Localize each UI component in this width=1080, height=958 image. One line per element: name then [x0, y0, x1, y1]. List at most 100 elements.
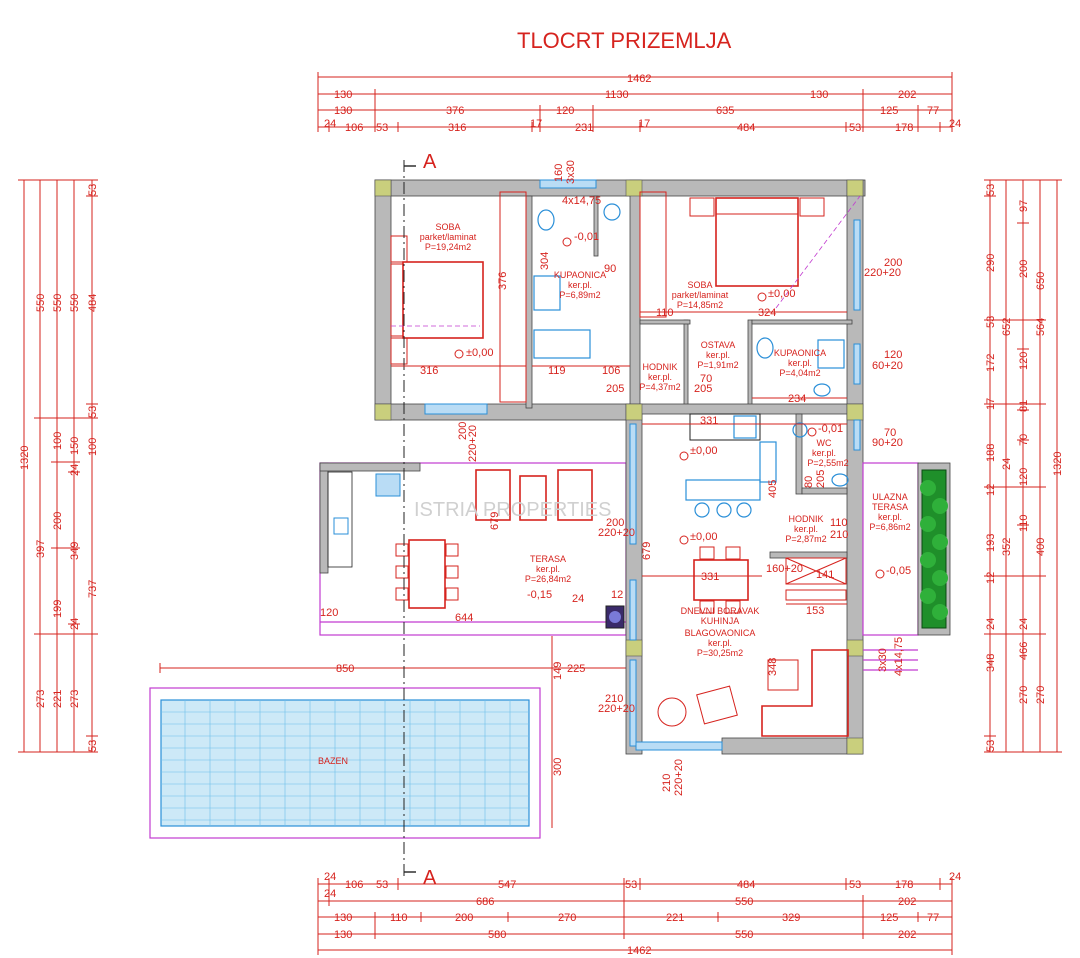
right-dim: 12 [985, 484, 997, 496]
dim: 90+20 [872, 437, 903, 449]
dim: 4x14,75 [562, 195, 601, 207]
bottom-dim: 686 [476, 896, 494, 908]
pool-label: BAZEN [318, 756, 348, 766]
entrance-terrace: 3x30 4x14,75 [862, 462, 951, 676]
terasa-floor: ker.pl. [536, 564, 560, 574]
bottom-dim: 221 [666, 912, 684, 924]
dim: 205 [694, 383, 712, 395]
left-dim: 53 [87, 184, 99, 196]
left-dim: 349 [69, 542, 81, 560]
bottom-dim: 106 [345, 879, 363, 891]
dim: 210 [661, 774, 673, 792]
ostava-name: OSTAVA [701, 340, 736, 350]
right-dim: 193 [985, 534, 997, 552]
dim: 331 [700, 415, 718, 427]
right-dim: 188 [985, 444, 997, 462]
bottom-dim: 125 [880, 912, 898, 924]
left-dim: 221 [52, 690, 64, 708]
right-dim: 270 [1035, 686, 1047, 704]
dim: 120 [320, 607, 338, 619]
right-dim: 97 [1018, 200, 1030, 212]
kupaonica1-area: P=6,89m2 [559, 290, 600, 300]
dim: 205 [606, 383, 624, 395]
top-dim: 231 [575, 122, 593, 134]
boravak-name2: KUHINJA [701, 616, 740, 626]
hatching [391, 195, 861, 327]
furniture [390, 191, 849, 737]
right-dimension-chains: 53 290 53 172 17 188 12 193 12 24 348 53… [984, 179, 1064, 753]
left-dim: 273 [35, 690, 47, 708]
dim: 12 [611, 589, 623, 601]
dim: 60+20 [872, 360, 903, 372]
left-dim: 273 [69, 690, 81, 708]
watermark: ISTRIA PROPERTIES [414, 499, 611, 521]
hodnik2-floor: ker.pl. [794, 524, 818, 534]
dim: 80 [803, 476, 815, 488]
left-dim: 199 [52, 600, 64, 618]
right-dim: 53 [985, 740, 997, 752]
dim: 3x30 [565, 160, 577, 184]
dim: 220+20 [598, 527, 635, 539]
dim: 200 [606, 517, 624, 529]
dim: 376 [497, 272, 509, 290]
left-dim: 550 [69, 294, 81, 312]
bottom-dim: 550 [735, 929, 753, 941]
left-dim: 550 [52, 294, 64, 312]
right-dim: 24 [985, 618, 997, 630]
right-dim: 352 [1001, 538, 1013, 556]
left-dim: 100 [87, 438, 99, 456]
level: -0,01 [574, 231, 599, 243]
ulazna-name: ULAZNA [872, 492, 908, 502]
dim: 119 [548, 365, 566, 377]
level: ±0,00 [690, 445, 717, 457]
ulazna-floor: ker.pl. [878, 512, 902, 522]
dim: 234 [788, 393, 806, 405]
top-dim: 316 [448, 122, 466, 134]
dim-225: 225 [567, 663, 585, 675]
level: ±0,00 [690, 531, 717, 543]
ostava-area: P=1,91m2 [697, 360, 738, 370]
bottom-dim: 130 [334, 912, 352, 924]
dim: 141 [816, 569, 834, 581]
bottom-dim: 77 [927, 912, 939, 924]
hodnik2-name: HODNIK [788, 514, 823, 524]
bottom-dim-1462: 1462 [627, 945, 651, 957]
bottom-dim: 24 [324, 888, 336, 900]
top-dim: 130 [810, 89, 828, 101]
level: -0,05 [886, 565, 911, 577]
level: ±0,00 [768, 288, 795, 300]
top-dim: 17 [530, 118, 542, 130]
right-dim: 110 [1018, 514, 1030, 532]
right-dim: 1320 [1052, 452, 1064, 476]
left-dim: 1320 [19, 446, 31, 470]
windows [424, 179, 861, 751]
site-dims: 850 225 149 300 [159, 636, 626, 828]
dim: 316 [420, 365, 438, 377]
stairs-dim: 4x14,75 [893, 637, 905, 676]
dim: 210 [830, 529, 848, 541]
right-dim: 348 [985, 654, 997, 672]
right-dim: 564 [1035, 318, 1047, 336]
top-dim: 202 [898, 89, 916, 101]
ulazna-area: P=6,86m2 [869, 522, 910, 532]
dim: 200 [884, 257, 902, 269]
dim: 324 [758, 307, 776, 319]
top-dim: 120 [556, 105, 574, 117]
boravak-name: DNEVNI BORAVAK [681, 606, 760, 616]
bottom-dim: 200 [455, 912, 473, 924]
left-dim: 100 [52, 432, 64, 450]
bottom-dim: 130 [334, 929, 352, 941]
section-line: A A [403, 151, 437, 889]
bottom-dim: 53 [625, 879, 637, 891]
right-dim: 12 [985, 572, 997, 584]
left-dim: 53 [87, 406, 99, 418]
level: -0,01 [818, 423, 843, 435]
bottom-dim: 550 [735, 896, 753, 908]
top-dimension-chains: 1462 130 1130 130 202 130 376 120 635 12… [317, 72, 961, 134]
level-marks: ±0,00 ±0,00 ±0,00 -0,01 ±0,00 -0,05 -0,0… [454, 231, 911, 579]
plan-title: TLOCRT PRIZEMLJA [517, 28, 732, 53]
left-dim: 53 [87, 740, 99, 752]
bottom-dim: 24 [949, 871, 961, 883]
left-dim: 397 [35, 540, 47, 558]
